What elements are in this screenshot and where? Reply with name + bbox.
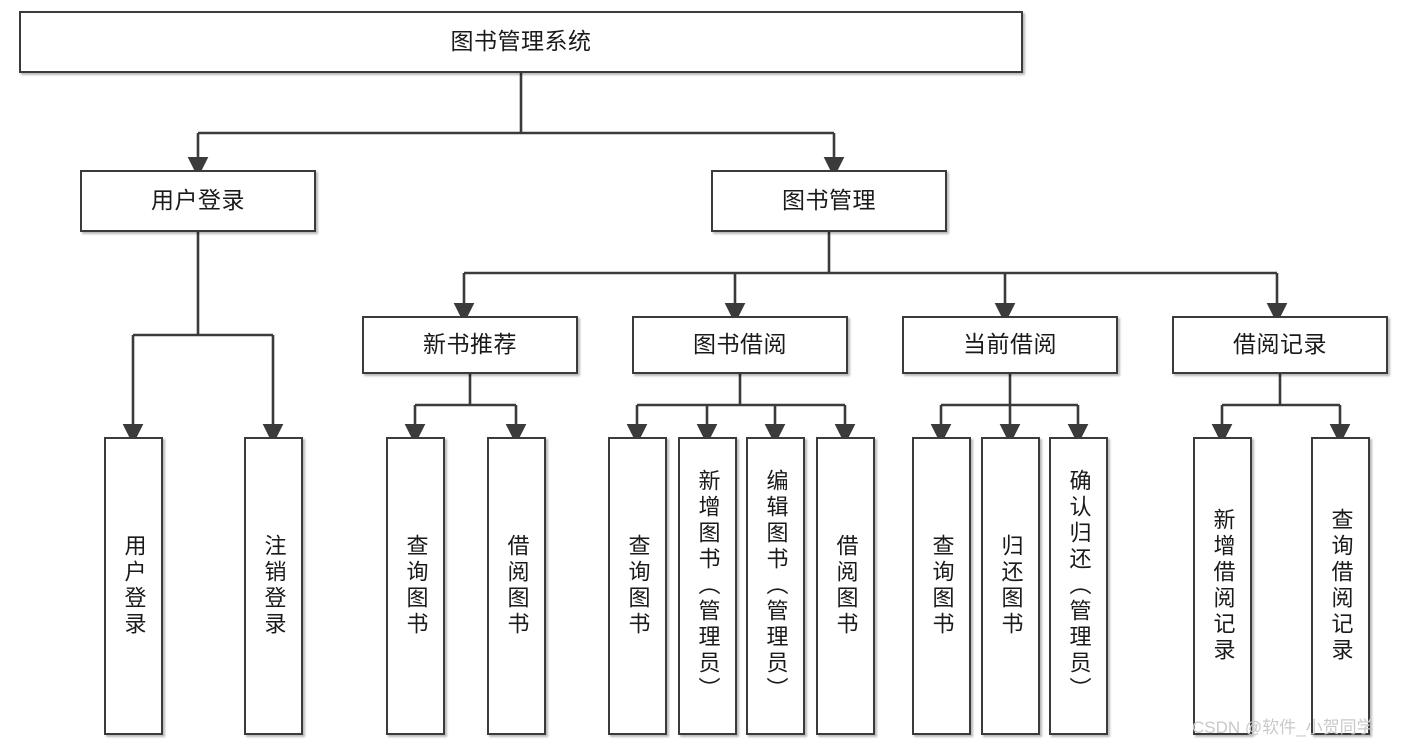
leaf-user-login-logout-label: 注销登录 xyxy=(261,534,287,638)
leaf-new-book-query-label: 查询图书 xyxy=(403,534,429,638)
leaf-book-borrow-edit[interactable]: 编辑图书（管理员） xyxy=(746,437,805,735)
node-book-borrow-label: 图书借阅 xyxy=(693,331,787,358)
leaf-borrow-record-query-label: 查询借阅记录 xyxy=(1328,508,1354,664)
node-borrow-record-label: 借阅记录 xyxy=(1233,331,1327,358)
node-root-label: 图书管理系统 xyxy=(450,28,592,55)
leaf-current-borrow-return-label: 归还图书 xyxy=(998,534,1024,638)
node-borrow-record[interactable]: 借阅记录 xyxy=(1172,316,1388,374)
leaf-borrow-record-add[interactable]: 新增借阅记录 xyxy=(1193,437,1252,735)
leaf-book-borrow-add[interactable]: 新增图书（管理员） xyxy=(678,437,737,735)
node-new-book-recommend[interactable]: 新书推荐 xyxy=(362,316,578,374)
leaf-user-login-logout[interactable]: 注销登录 xyxy=(244,437,303,735)
leaf-user-login-login-label: 用户登录 xyxy=(121,534,147,638)
leaf-book-borrow-edit-label: 编辑图书（管理员） xyxy=(763,469,789,703)
leaf-new-book-query[interactable]: 查询图书 xyxy=(386,437,445,735)
leaf-current-borrow-query-label: 查询图书 xyxy=(929,534,955,638)
node-current-borrow[interactable]: 当前借阅 xyxy=(902,316,1118,374)
leaf-current-borrow-confirm-label: 确认归还（管理员） xyxy=(1066,469,1092,703)
node-user-login[interactable]: 用户登录 xyxy=(80,170,316,232)
leaf-borrow-record-query[interactable]: 查询借阅记录 xyxy=(1311,437,1370,735)
node-book-management-label: 图书管理 xyxy=(782,187,876,214)
node-book-management[interactable]: 图书管理 xyxy=(711,170,947,232)
leaf-new-book-borrow[interactable]: 借阅图书 xyxy=(487,437,546,735)
node-book-borrow[interactable]: 图书借阅 xyxy=(632,316,848,374)
leaf-borrow-record-add-label: 新增借阅记录 xyxy=(1210,508,1236,664)
leaf-book-borrow-add-label: 新增图书（管理员） xyxy=(695,469,721,703)
leaf-book-borrow-borrow[interactable]: 借阅图书 xyxy=(816,437,875,735)
node-root[interactable]: 图书管理系统 xyxy=(19,11,1023,73)
leaf-current-borrow-query[interactable]: 查询图书 xyxy=(912,437,971,735)
leaf-current-borrow-return[interactable]: 归还图书 xyxy=(981,437,1040,735)
csdn-watermark: CSDN @软件_小贺同学 xyxy=(1192,718,1374,737)
node-current-borrow-label: 当前借阅 xyxy=(963,331,1057,358)
leaf-book-borrow-borrow-label: 借阅图书 xyxy=(833,534,859,638)
node-new-book-recommend-label: 新书推荐 xyxy=(423,331,517,358)
leaf-book-borrow-query-label: 查询图书 xyxy=(625,534,651,638)
leaf-new-book-borrow-label: 借阅图书 xyxy=(504,534,530,638)
leaf-current-borrow-confirm[interactable]: 确认归还（管理员） xyxy=(1049,437,1108,735)
node-user-login-label: 用户登录 xyxy=(151,187,245,214)
leaf-user-login-login[interactable]: 用户登录 xyxy=(104,437,163,735)
leaf-book-borrow-query[interactable]: 查询图书 xyxy=(608,437,667,735)
